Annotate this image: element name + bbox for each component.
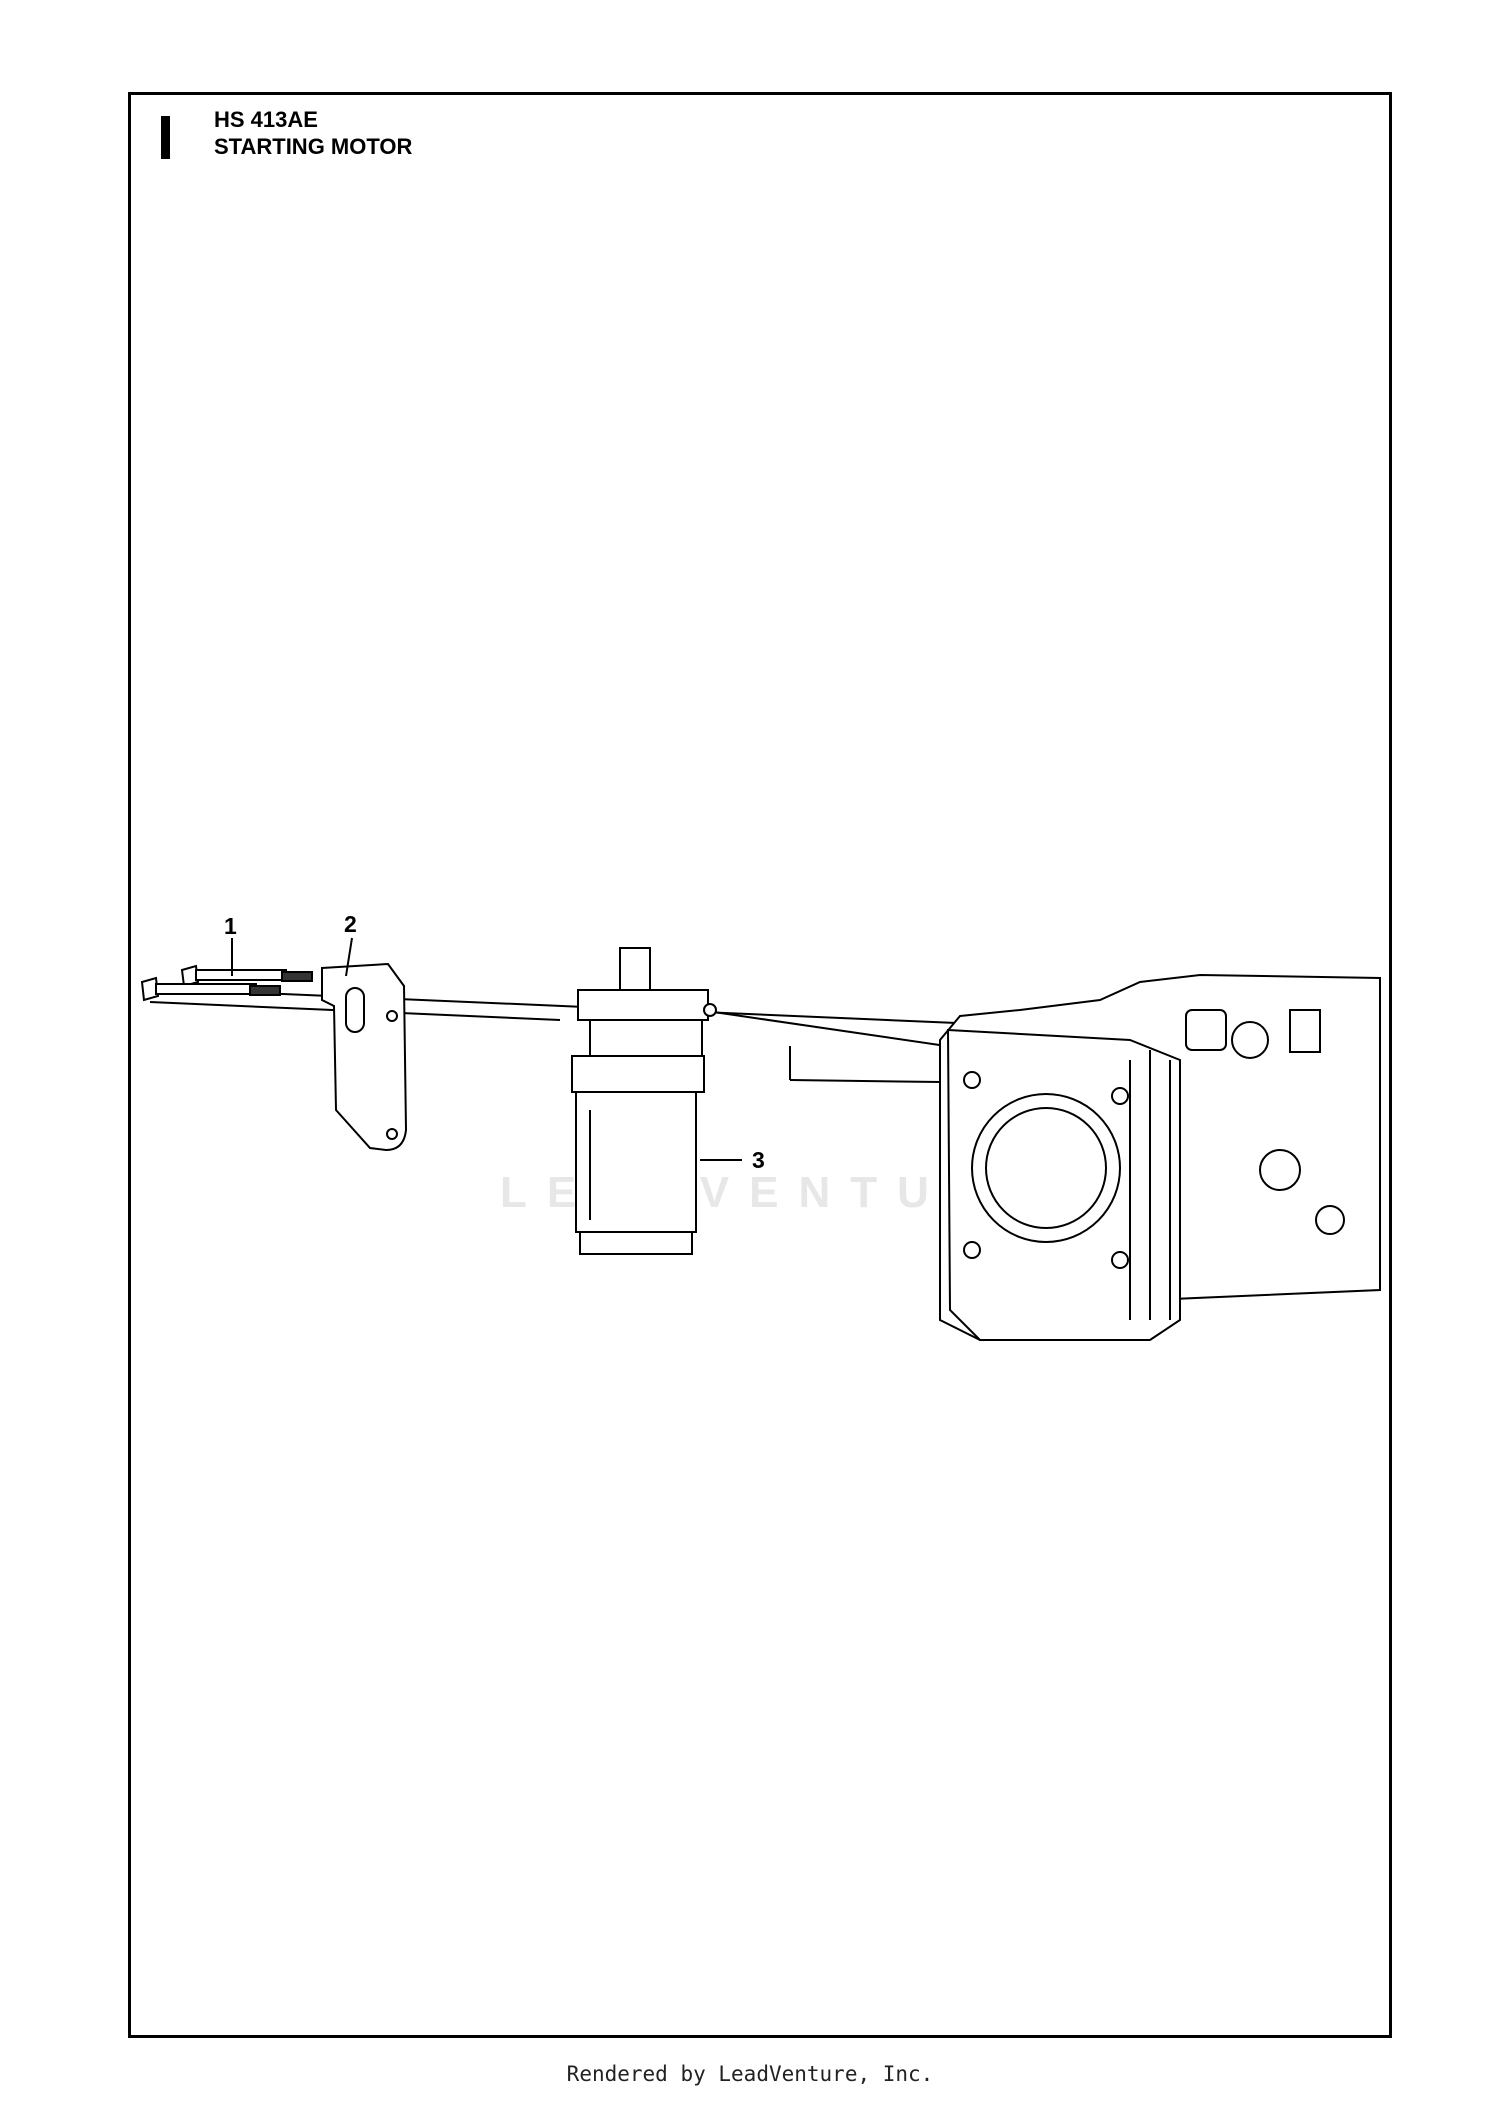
callout-3: 3 (752, 1147, 765, 1173)
callout-2: 2 (344, 911, 357, 937)
title-block: HS 413AE STARTING MOTOR (214, 106, 412, 160)
section-marker (161, 116, 170, 159)
model-number: HS 413AE (214, 107, 318, 132)
bolt-part-1[interactable] (140, 964, 313, 1002)
bracket-part-2[interactable] (321, 962, 408, 1152)
diagram-title: STARTING MOTOR (214, 134, 413, 159)
engine-block (939, 973, 1381, 1342)
callout-leaders (231, 937, 742, 1161)
footer-credit: Rendered by LeadVenture, Inc. (566, 2062, 934, 2086)
alignment-lines (149, 989, 981, 1083)
starter-motor-part-3[interactable] (571, 947, 717, 1255)
diagram-frame (128, 92, 1392, 2038)
callout-1: 1 (224, 913, 237, 939)
